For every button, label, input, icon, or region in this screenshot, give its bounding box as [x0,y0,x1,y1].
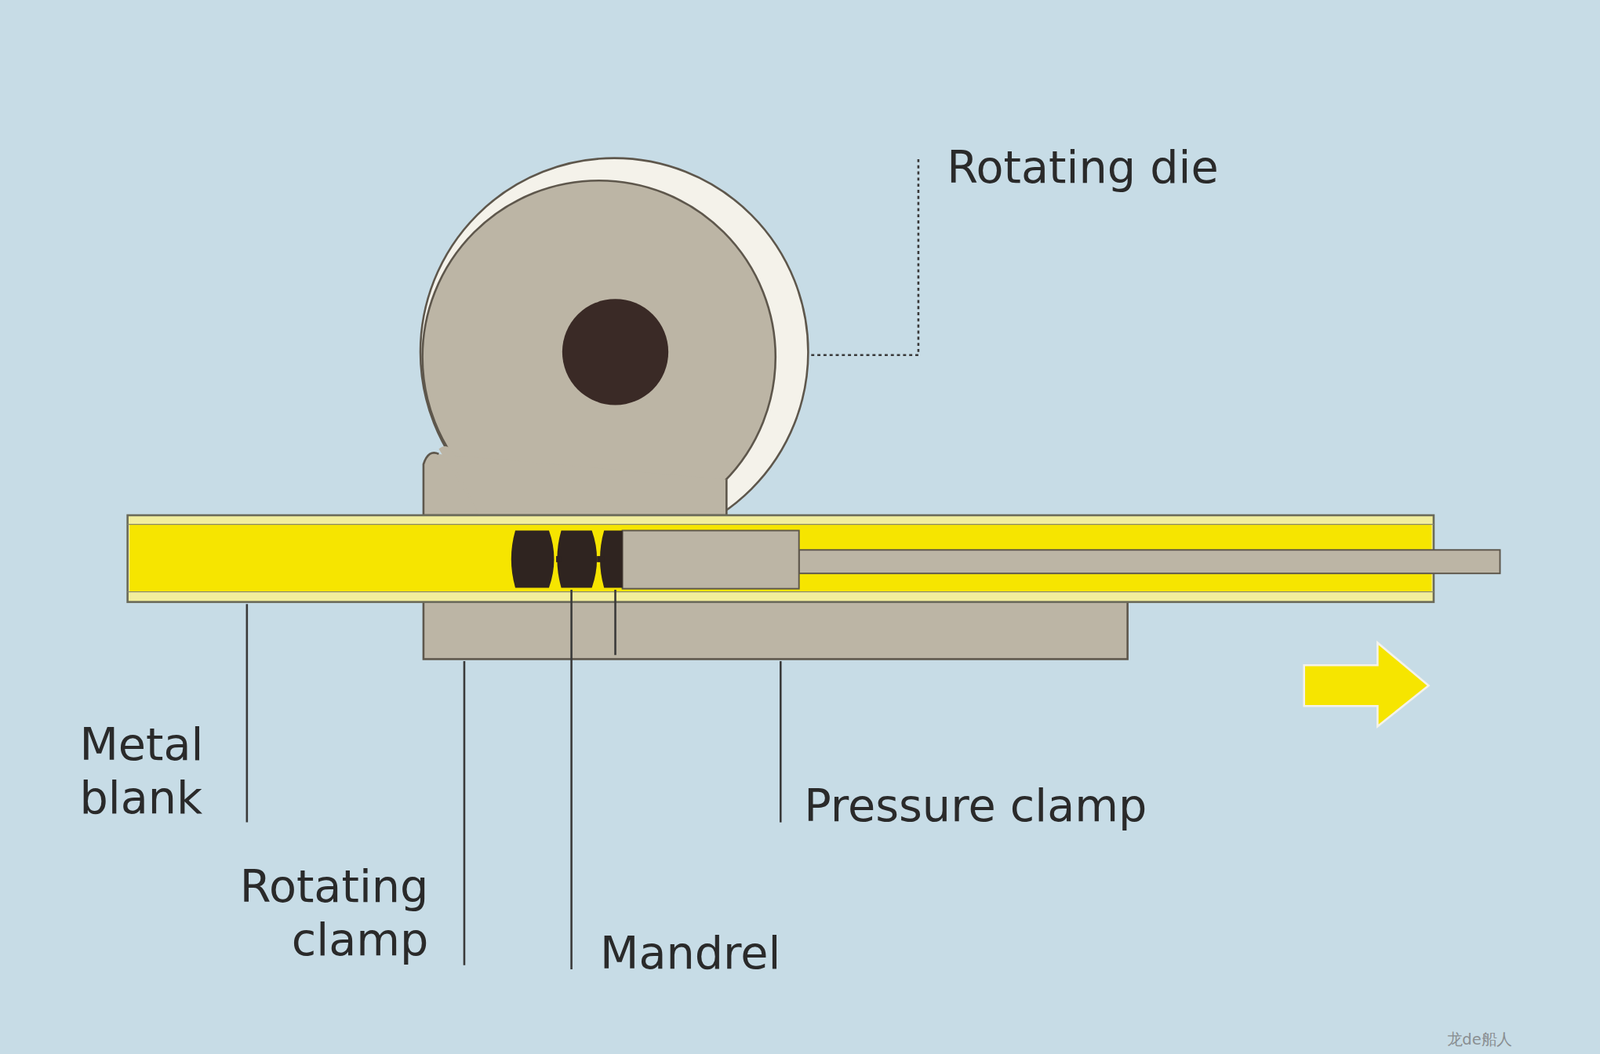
part-label: Metal blank [79,718,233,825]
leader-line [779,661,782,823]
ball-link [596,556,604,563]
leader-line [463,661,466,966]
watermark: 龙de船人 [1447,1030,1590,1049]
mandrel-ball [556,530,597,589]
die-hub [562,298,669,405]
die-body [422,180,776,534]
tube-wall [127,523,1434,525]
ball-link [556,556,562,563]
leader-line [614,589,617,655]
part-label: Rotating die [946,141,1284,195]
leader-line [570,589,573,970]
die-rim [420,158,808,546]
part-label: Rotating clamp [212,860,430,967]
mandrel-rod [799,549,1501,574]
direction-arrow [1304,643,1430,728]
die-fill [438,446,480,516]
tube-wall [127,591,1434,593]
mandrel-ball [511,530,555,589]
part-label: Mandrel [600,926,866,980]
pressure-clamp [423,600,1128,659]
leader-line [810,158,919,356]
mandrel-body [622,530,800,590]
part-label: Pressure clamp [803,779,1233,833]
die-base-outline [423,452,727,516]
leader-line [246,603,249,822]
